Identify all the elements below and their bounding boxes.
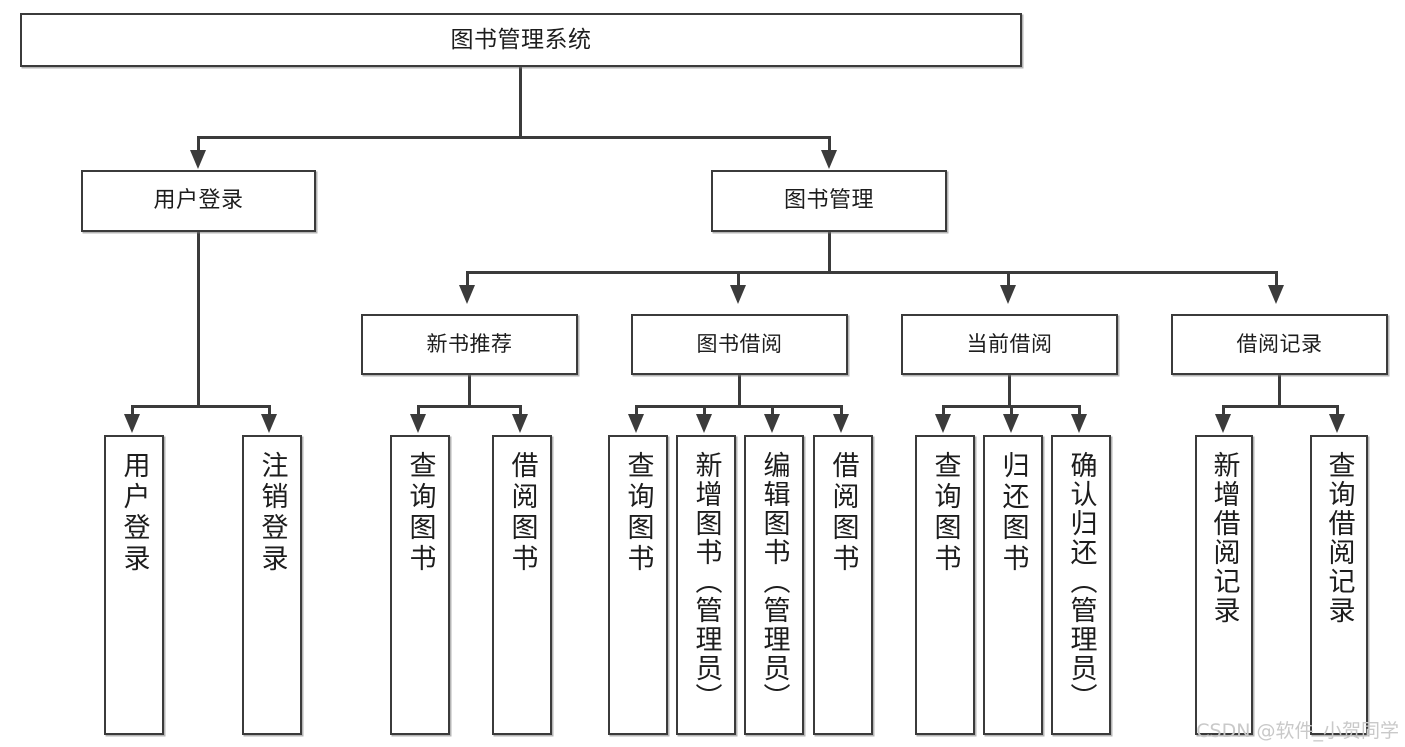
leaf-query-book-borrow[interactable]: 查询图书 xyxy=(608,435,668,735)
arrow-to-leaf-user-login xyxy=(124,414,140,433)
node-current-borrow[interactable]: 当前借阅 xyxy=(901,314,1118,375)
node-borrow-record[interactable]: 借阅记录 xyxy=(1171,314,1388,375)
edge-current-borrow-stem xyxy=(1008,375,1011,407)
arrow-to-leaf-confirm-return xyxy=(1071,414,1087,433)
arrow-to-leaf-borrow-book-1 xyxy=(512,414,528,433)
leaf-add-book-admin[interactable]: 新增图书（管理员） xyxy=(676,435,736,735)
node-book-borrow[interactable]: 图书借阅 xyxy=(631,314,848,375)
node-label: 编辑图书（管理员） xyxy=(758,451,790,712)
edge-root-drop-left xyxy=(197,136,200,152)
edge-borrow-record-drop-1 xyxy=(1222,405,1225,416)
arrow-to-leaf-query-book-1 xyxy=(410,414,426,433)
node-label: 查询图书 xyxy=(929,451,961,575)
node-label: 新增图书（管理员） xyxy=(690,451,722,712)
arrow-to-current-borrow xyxy=(1000,285,1016,304)
edge-new-book-drop-2 xyxy=(519,405,522,416)
edge-book-borrow-drop-4 xyxy=(840,405,843,416)
edge-current-borrow-drop-3 xyxy=(1078,405,1081,416)
node-label: 新书推荐 xyxy=(426,331,513,356)
leaf-borrow-book[interactable]: 借阅图书 xyxy=(813,435,873,735)
arrow-to-leaf-borrow-book-2 xyxy=(833,414,849,433)
arrow-to-new-book xyxy=(459,285,475,304)
arrow-to-borrow-record xyxy=(1268,285,1284,304)
node-label: 确认归还（管理员） xyxy=(1065,451,1097,712)
arrow-to-leaf-return-book xyxy=(1003,414,1019,433)
node-label: 借阅图书 xyxy=(827,451,859,575)
leaf-user-login[interactable]: 用户登录 xyxy=(104,435,164,735)
node-label: 图书管理 xyxy=(783,187,874,213)
arrow-to-leaf-add-book xyxy=(696,414,712,433)
edge-book-borrow-drop-3 xyxy=(771,405,774,416)
edge-new-book-stem xyxy=(468,375,471,407)
edge-user-login-stem xyxy=(197,232,200,408)
leaf-query-book-recommend[interactable]: 查询图书 xyxy=(390,435,450,735)
arrow-to-leaf-query-book-2 xyxy=(628,414,644,433)
leaf-logout[interactable]: 注销登录 xyxy=(242,435,302,735)
edge-book-borrow-drop-2 xyxy=(703,405,706,416)
leaf-add-borrow-record[interactable]: 新增借阅记录 xyxy=(1195,435,1253,735)
csdn-watermark: CSDN @软件_小贺同学 xyxy=(1196,720,1399,742)
edge-book-borrow-bus xyxy=(635,405,843,408)
node-label: 注销登录 xyxy=(256,451,288,575)
node-label: 新增借阅记录 xyxy=(1208,451,1240,625)
node-label: 用户登录 xyxy=(118,451,150,575)
arrow-to-leaf-edit-book xyxy=(764,414,780,433)
leaf-confirm-return-admin[interactable]: 确认归还（管理员） xyxy=(1051,435,1111,735)
edge-root-stem xyxy=(519,67,522,136)
edge-book-manage-stem xyxy=(828,232,831,273)
edge-current-borrow-drop-1 xyxy=(942,405,945,416)
arrow-to-user-login xyxy=(190,150,206,169)
node-label: 查询借阅记录 xyxy=(1323,451,1355,625)
edge-book-manage-bus xyxy=(466,271,1278,274)
leaf-edit-book-admin[interactable]: 编辑图书（管理员） xyxy=(744,435,804,735)
node-label: 借阅记录 xyxy=(1236,331,1323,356)
edge-user-login-drop-2 xyxy=(268,405,271,416)
arrow-to-book-manage xyxy=(821,150,837,169)
arrow-to-leaf-add-record xyxy=(1215,414,1231,433)
node-label: 用户登录 xyxy=(153,187,244,213)
edge-book-manage-drop-4 xyxy=(1275,271,1278,287)
edge-book-manage-drop-2 xyxy=(737,271,740,287)
leaf-return-book[interactable]: 归还图书 xyxy=(983,435,1043,735)
arrow-to-leaf-query-record xyxy=(1329,414,1345,433)
node-label: 图书管理系统 xyxy=(450,26,592,53)
edge-new-book-drop-1 xyxy=(417,405,420,416)
node-label: 当前借阅 xyxy=(966,331,1053,356)
node-label: 查询图书 xyxy=(404,451,436,575)
edge-current-borrow-drop-2 xyxy=(1010,405,1013,416)
edge-borrow-record-bus xyxy=(1222,405,1339,408)
edge-root-drop-right xyxy=(828,136,831,152)
node-book-manage[interactable]: 图书管理 xyxy=(711,170,947,232)
node-new-book-recommend[interactable]: 新书推荐 xyxy=(361,314,578,375)
arrow-to-book-borrow xyxy=(730,285,746,304)
leaf-borrow-book-recommend[interactable]: 借阅图书 xyxy=(492,435,552,735)
node-user-login[interactable]: 用户登录 xyxy=(81,170,316,232)
edge-borrow-record-drop-2 xyxy=(1336,405,1339,416)
arrow-to-leaf-query-book-3 xyxy=(935,414,951,433)
leaf-query-borrow-record[interactable]: 查询借阅记录 xyxy=(1310,435,1368,735)
node-label: 图书借阅 xyxy=(696,331,783,356)
edge-user-login-drop-1 xyxy=(131,405,134,416)
node-label: 借阅图书 xyxy=(506,451,538,575)
edge-user-login-bus xyxy=(131,405,270,408)
node-root-system[interactable]: 图书管理系统 xyxy=(20,13,1022,67)
leaf-query-book-current[interactable]: 查询图书 xyxy=(915,435,975,735)
edge-borrow-record-stem xyxy=(1278,375,1281,407)
edge-book-manage-drop-3 xyxy=(1007,271,1010,287)
edge-root-bus xyxy=(197,136,831,139)
edge-book-borrow-stem xyxy=(738,375,741,407)
node-label: 查询图书 xyxy=(622,451,654,575)
edge-book-borrow-drop-1 xyxy=(635,405,638,416)
arrow-to-leaf-logout xyxy=(261,414,277,433)
edge-new-book-bus xyxy=(417,405,522,408)
node-label: 归还图书 xyxy=(997,451,1029,575)
edge-book-manage-drop-1 xyxy=(466,271,469,287)
